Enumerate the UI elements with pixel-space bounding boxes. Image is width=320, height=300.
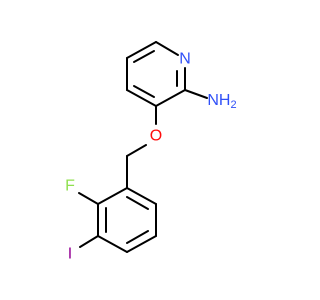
atom-fluorine: F [65, 178, 75, 195]
bond-b6-b1 [126, 187, 157, 205]
bond-c2-c3 [155, 89, 186, 107]
bond-c2-nh2 [184, 89, 208, 99]
bond-b6-b1-inner [126, 196, 149, 210]
atom-nh2-main: NH [207, 92, 230, 109]
bond-b3-b4 [97, 235, 128, 253]
atom-oxygen: O [150, 128, 162, 145]
bond-c6-n1 [155, 41, 179, 56]
atom-n-ring: N [179, 51, 191, 68]
atom-iodine: I [68, 246, 72, 263]
bond-b1-b2 [97, 187, 128, 205]
benzene-ring [97, 187, 157, 253]
structure-diagram: N NH2 O F I [65, 41, 237, 263]
bond-b4-b5-inner [126, 230, 149, 244]
bond-c3-c4-inner [133, 85, 155, 98]
bond-b4-b5 [126, 235, 157, 253]
atom-nh2-subscript: 2 [230, 99, 236, 111]
bond-o-ch2 [126, 144, 147, 157]
bond-b2-f [78, 192, 99, 205]
bond-c3-c4 [126, 89, 157, 107]
bond-b3-i [79, 235, 99, 248]
atom-nh2: NH2 [207, 92, 236, 112]
bond-c5-c6 [126, 41, 157, 59]
pyridine-ring [126, 41, 186, 107]
bond-c5-c6-inner [133, 50, 155, 63]
